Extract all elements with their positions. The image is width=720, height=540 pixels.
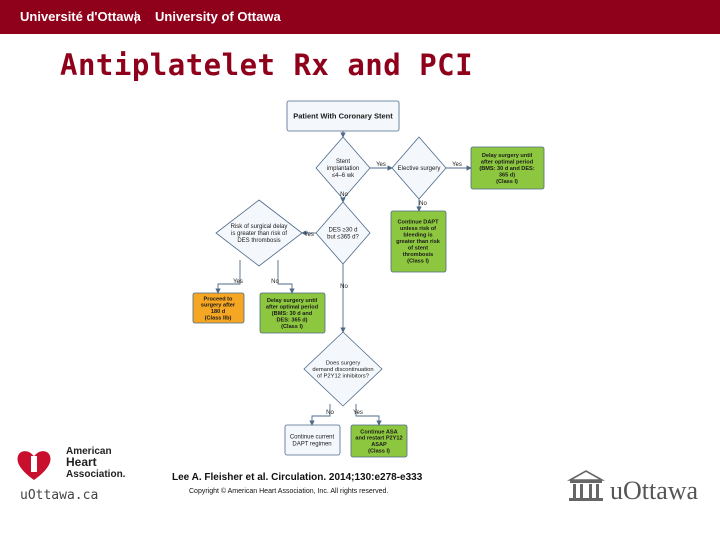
- label-no-d2: No: [340, 284, 348, 290]
- proceed-text-line-3: 180 d: [211, 309, 226, 315]
- risk-text-line-2: is greater than risk of: [231, 231, 287, 237]
- label-no-d4: No: [326, 410, 334, 416]
- aha-text-line-1: American: [66, 446, 112, 457]
- slide-title: Antiplatelet Rx and PCI: [60, 48, 474, 82]
- continue-dapt-text-line-6: thrombosis: [403, 252, 433, 258]
- delay-surgery-text-2-line-3: (BMS: 30 d and: [272, 311, 313, 317]
- discontinuation-text-line-1: Does surgery: [326, 360, 361, 366]
- continue-dapt-text-line-3: bleeding is: [403, 233, 432, 239]
- university-name-french: Université d'Ottawa: [20, 9, 141, 24]
- stent-timing-text-line-3: ≤4–6 wk: [332, 173, 355, 179]
- risk-text-line-1: Risk of surgical delay: [231, 224, 288, 230]
- risk-diamond: [215, 199, 303, 267]
- connector-d4-asa: [355, 404, 382, 426]
- discontinuation-text-line-2: demand discontinuation: [312, 367, 373, 373]
- stent-timing-text-line-2: implantation: [327, 166, 359, 172]
- delay-surgery-text-1-line-3: (BMS: 30 d and DES:: [479, 166, 534, 172]
- delay-surgery-text-2-line-1: Delay surgery until: [267, 298, 318, 304]
- continue-dapt-text-line-2: unless risk of: [400, 226, 436, 232]
- aha-text-line-3: Association.: [66, 469, 126, 480]
- continue-current-text-line-1: Continue current: [290, 435, 335, 441]
- elective-text-line-1: Elective surgery: [398, 166, 441, 172]
- connector-d3-proceed: [215, 260, 241, 294]
- delay-surgery-text-2-line-4: DES: 365 d): [276, 317, 307, 323]
- heart-torch-icon: [17, 447, 51, 480]
- header-separator: |: [134, 9, 138, 24]
- label-yes-d3: Yes: [233, 279, 243, 285]
- label-yes-d1: Yes: [376, 162, 386, 168]
- label-yes-d2: Yes: [304, 232, 314, 238]
- label-no-d3: No: [271, 279, 279, 285]
- proceed-text-line-2: surgery after: [201, 303, 236, 309]
- delay-surgery-text-2-line-2: after optimal period: [266, 305, 319, 311]
- continue-dapt-text-line-1: Continue DAPT: [397, 220, 439, 226]
- label-yes-d4: Yes: [353, 410, 363, 416]
- copyright-text: Copyright © American Heart Association, …: [189, 488, 389, 495]
- continue-dapt-text-line-7: (Class I): [407, 258, 429, 264]
- discontinuation-text-line-3: of P2Y12 inhibitors?: [317, 374, 370, 380]
- risk-text-line-3: DES thrombosis: [237, 238, 280, 244]
- des-window-text-line-2: but ≤365 d?: [327, 235, 359, 241]
- delay-surgery-text-1-line-5: (Class I): [496, 179, 518, 185]
- citation-text: Lee A. Fleisher et al. Circulation. 2014…: [172, 472, 423, 483]
- uottawa-wordmark: uOttawa: [610, 476, 699, 505]
- label-no-d1: No: [340, 192, 348, 198]
- university-header-bar: Université d'Ottawa | University of Otta…: [0, 0, 720, 34]
- continue-dapt-text-line-5: of stent: [408, 245, 428, 251]
- delay-surgery-text-2-line-5: (Class I): [281, 324, 303, 330]
- continue-dapt-text-line-4: greater than risk: [396, 239, 441, 245]
- continue-asa-text-line-2: and restart P2Y12: [355, 436, 402, 442]
- delay-surgery-text-1-line-2: after optimal period: [481, 160, 534, 166]
- continue-asa-text-line-1: Continue ASA: [360, 429, 397, 435]
- delay-surgery-text-1-line-4: 365 d): [499, 172, 515, 178]
- discontinuation-diamond: [303, 331, 383, 407]
- label-no-elective: No: [419, 201, 427, 207]
- continue-asa-text-line-4: (Class I): [368, 449, 390, 455]
- connector-d3-delay2: [277, 260, 295, 294]
- university-name-english: University of Ottawa: [155, 9, 281, 24]
- proceed-text-line-1: Proceed to: [204, 296, 233, 302]
- proceed-text-line-4: (Class IIb): [205, 316, 232, 322]
- continue-current-text-line-2: DAPT regimen: [292, 442, 331, 448]
- des-window-text-line-1: DES ≥30 d: [329, 228, 358, 234]
- start-text-line-1: Patient With Coronary Stent: [293, 112, 393, 121]
- connector-d4-current: [309, 404, 331, 426]
- label-yes-elective: Yes: [452, 162, 462, 168]
- continue-asa-text-line-3: ASAP: [371, 442, 387, 448]
- stent-timing-text-line-1: Stent: [336, 159, 350, 165]
- delay-surgery-text-1-line-1: Delay surgery until: [482, 153, 533, 159]
- building-icon: [566, 470, 606, 501]
- uottawa-ca-text: uOttawa.ca: [20, 488, 99, 503]
- aha-logo: American Heart Association.: [14, 444, 126, 484]
- uottawa-logo: uOttawa: [566, 468, 706, 508]
- aha-text-line-2: Heart: [66, 455, 97, 469]
